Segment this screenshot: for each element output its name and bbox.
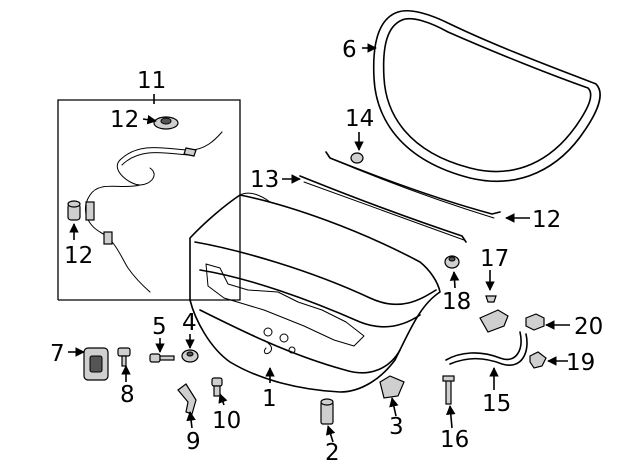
- part-10-bolt: [211, 377, 223, 397]
- part-13-torsion-bar: [325, 151, 501, 219]
- part-6-weatherstrip: [372, 9, 601, 183]
- callout-15: 14: [345, 106, 374, 132]
- leader-lines: [68, 43, 570, 443]
- callout-17: 16: [440, 427, 469, 453]
- callout-4: 4: [182, 310, 197, 336]
- callout-6: 6: [342, 37, 357, 63]
- part-11-harness-box: [57, 99, 241, 301]
- part-12-grommet-left: [67, 200, 81, 221]
- callout-3: 3: [389, 414, 404, 440]
- part-4-grommet: [181, 349, 199, 363]
- part-18-fastener: [485, 295, 497, 303]
- callout-14: 13: [250, 167, 279, 193]
- callout-13: 12: [532, 207, 561, 233]
- callout-7: 7: [50, 341, 65, 367]
- callout-8: 8: [120, 382, 135, 408]
- part-21-striker: [525, 313, 545, 331]
- callout-12-left: 12: [64, 243, 93, 269]
- part-15-clip: [350, 152, 364, 164]
- part-8-screw: [117, 347, 131, 367]
- callout-16: 15: [482, 391, 511, 417]
- callout-9: 9: [186, 429, 201, 455]
- callout-5: 5: [152, 314, 167, 340]
- callout-labels: 6 11 12 14 13 12 12 17 18 20 5 4 7 19 8 …: [50, 37, 603, 466]
- callout-12-top: 12: [110, 107, 139, 133]
- part-20-bracket: [529, 351, 547, 369]
- callout-19: 18: [442, 289, 471, 315]
- part-14-torsion-bar: [299, 175, 467, 243]
- callout-18: 17: [480, 246, 509, 272]
- part-12-grommet-top: [153, 116, 179, 130]
- part-7-switch: [83, 347, 109, 381]
- part-3-bracket: [379, 375, 405, 399]
- part-2-bumper-stop: [320, 398, 334, 425]
- callout-1: 1: [262, 386, 277, 412]
- lid-emblem-area: [263, 327, 296, 355]
- part-19-bumper: [444, 255, 460, 269]
- part-1-trunk-lid: [189, 192, 441, 393]
- callout-21: 20: [574, 314, 603, 340]
- callout-11: 11: [137, 68, 166, 94]
- callout-20: 19: [566, 350, 595, 376]
- part-16-latch-assembly: [445, 309, 528, 366]
- callout-2: 2: [325, 440, 340, 466]
- part-9-clip: [177, 383, 197, 415]
- part-17-bolt: [442, 375, 455, 405]
- part-5-screw: [149, 353, 175, 363]
- callout-10: 10: [212, 408, 241, 434]
